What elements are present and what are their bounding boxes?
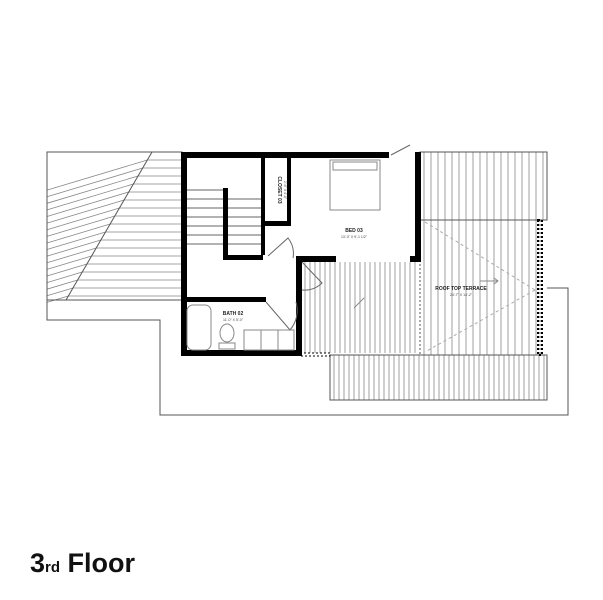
roof-outlines <box>46 151 569 416</box>
upper-right-roof <box>419 151 548 221</box>
room-dims-terrace: 24'-7" X 14'-2" <box>450 293 473 297</box>
bathtub <box>186 304 212 351</box>
bed-window <box>390 144 411 156</box>
hatch-line <box>46 255 92 270</box>
bath-door <box>265 301 298 331</box>
hatch-line <box>46 263 88 277</box>
room-dims-bed: 13'-0" X 9'-1 1/2" <box>341 235 368 239</box>
hatch-line <box>46 167 143 198</box>
hatch-line <box>46 159 148 191</box>
hatch-line <box>46 207 120 231</box>
page-title: 3rd Floor <box>30 548 135 579</box>
lower-roof-outline <box>46 287 569 416</box>
hatch-line <box>46 183 134 211</box>
terrace-outline <box>419 219 541 356</box>
hatch-line <box>46 191 129 217</box>
left-roof <box>46 151 183 301</box>
slope-arrow-icon <box>353 297 365 309</box>
furniture <box>186 159 499 351</box>
hatch-line <box>46 271 83 283</box>
hatch-line <box>46 239 101 257</box>
room-dims-bath: 11'-0" X 5'-0" <box>223 318 244 322</box>
staircase <box>187 189 261 245</box>
room-dims-closet: 2'-6" X 4'-0" <box>283 181 287 200</box>
hatch-line <box>46 199 125 224</box>
toilet <box>219 323 235 343</box>
hatch-line <box>46 215 115 237</box>
hatch-line <box>46 223 111 244</box>
room-name-bed: BED 03 <box>345 228 363 234</box>
hatch-line <box>46 287 74 297</box>
room-name-terrace: ROOF TOP TERRACE <box>435 286 487 292</box>
bed-door <box>267 237 294 259</box>
hatch-line <box>46 247 97 264</box>
room-name-closet: CLOSET 03 <box>276 176 282 203</box>
room-name-bath: BATH 02 <box>223 311 244 317</box>
roof-hip-line <box>65 151 153 301</box>
title-number: 3 <box>30 548 46 578</box>
walls <box>181 152 543 357</box>
hatch-line <box>46 279 78 290</box>
title-suffix: rd <box>45 559 61 576</box>
hatch-line <box>46 295 69 303</box>
title-word: Floor <box>67 548 136 578</box>
lower-right-roof <box>329 354 548 401</box>
hatch-line <box>46 231 106 250</box>
terrace-door <box>301 261 323 291</box>
hatch-line <box>46 175 139 204</box>
bed <box>329 159 381 211</box>
vanity <box>243 329 295 351</box>
roof-hatching <box>46 152 545 400</box>
